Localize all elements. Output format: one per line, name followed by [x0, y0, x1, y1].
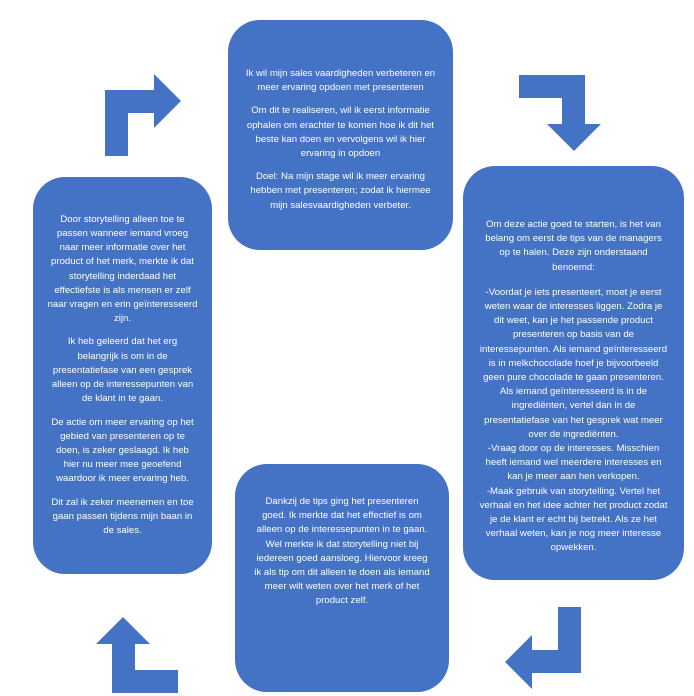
goal-text-3: Doel: Na mijn stage wil ik meer ervaring…	[250, 171, 431, 211]
result-text: Dankzij de tips ging het presenteren goe…	[254, 496, 430, 607]
reflection-text-1: Door storytelling alleen toe te passen w…	[47, 213, 198, 325]
bent-arrow-bottom-right-icon	[505, 607, 581, 689]
bent-arrow-top-right-icon	[519, 75, 601, 151]
reflection-box: Door storytelling alleen toe te passen w…	[33, 177, 212, 574]
action-tips-box: Om deze actie goed te starten, is het va…	[463, 166, 684, 580]
tips-intro-text: Om deze actie goed te starten, is het va…	[485, 219, 662, 273]
goal-box: Ik wil mijn sales vaardigheden verbetere…	[228, 20, 453, 250]
reflection-text-3: De actie om meer ervaring op het gebied …	[51, 416, 194, 485]
goal-text-2: Om dit te realiseren, wil ik eerst infor…	[246, 105, 435, 160]
bent-arrow-top-left-icon	[105, 74, 181, 156]
goal-text-1: Ik wil mijn sales vaardigheden verbetere…	[245, 68, 436, 94]
tip-storytelling-text: -Maak gebruik van storytelling. Vertel h…	[479, 485, 668, 554]
result-box: Dankzij de tips ging het presenteren goe…	[235, 464, 449, 692]
reflection-text-4: Dit zal ik zeker meenemen en toe gaan pa…	[51, 496, 194, 536]
reflection-text-2: Ik heb geleerd dat het erg belangrijk is…	[51, 336, 194, 405]
tip-ask-text: -Vraag door op de interesses. Misschien …	[485, 443, 662, 483]
bent-arrow-bottom-left-icon	[96, 617, 178, 693]
tip-interests-text: -Voordat je iets presenteert, moet je ee…	[479, 286, 668, 440]
